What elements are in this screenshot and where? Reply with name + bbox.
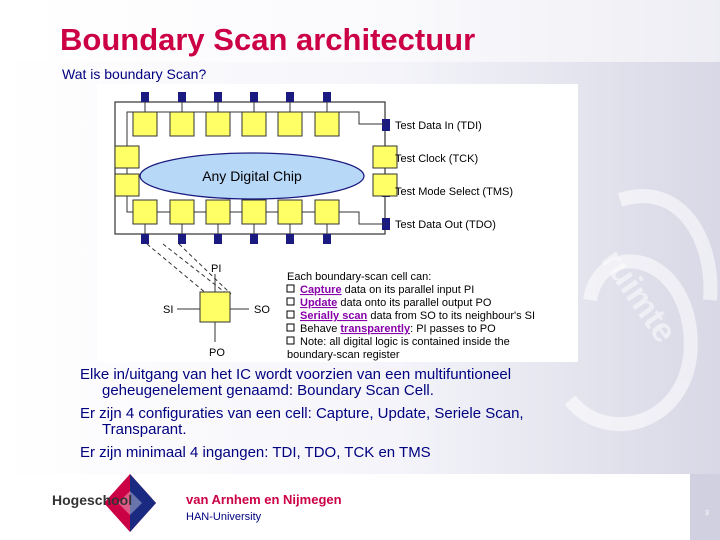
bottom-pin — [250, 234, 258, 244]
chip-label: Any Digital Chip — [202, 168, 302, 184]
bottom-pin — [214, 234, 222, 244]
footer-university: HAN-University — [186, 511, 262, 523]
bullet-line: Er zijn 4 configuraties van een cell: Ca… — [80, 405, 524, 422]
bottom-pin — [323, 234, 331, 244]
boundary-scan-cell — [314, 111, 340, 137]
boundary-scan-cell — [205, 111, 231, 137]
top-pin — [141, 92, 149, 102]
top-pin — [250, 92, 258, 102]
bullet-item: Elke in/uitgang van het IC wordt voorzie… — [80, 367, 640, 399]
legend-item: Update data onto its parallel output PO — [300, 297, 492, 309]
boundary-scan-cell — [277, 111, 303, 137]
legend-heading: Each boundary-scan cell can: — [287, 271, 431, 283]
legend-item: Note: all digital logic is contained ins… — [300, 336, 510, 348]
bullet-item: Er zijn minimaal 4 ingangen: TDI, TDO, T… — [80, 445, 640, 461]
footer-school: Hogeschool — [52, 492, 133, 508]
digital-chip-ellipse — [139, 152, 365, 200]
slide-subtitle: Wat is boundary Scan? — [62, 66, 207, 82]
boundary-scan-cell — [132, 199, 158, 225]
han-logo-icon — [104, 474, 156, 532]
legend-item: Serially scan data from SO to its neighb… — [300, 310, 535, 322]
legend-last-line: boundary-scan register — [287, 349, 400, 361]
boundary-scan-cell — [169, 111, 195, 137]
top-pins — [141, 92, 331, 112]
po-label: PO — [209, 347, 225, 359]
top-pin — [214, 92, 222, 102]
bottom-pin — [141, 234, 149, 244]
boundary-scan-cell — [114, 145, 140, 169]
boundary-scan-cell — [241, 111, 267, 137]
boundary-cells — [114, 111, 398, 225]
boundary-scan-cell — [169, 199, 195, 225]
legend-checkbox — [286, 310, 295, 319]
top-pin — [323, 92, 331, 102]
bullet-continuation: geheugenelement genaamd: Boundary Scan C… — [102, 382, 434, 399]
legend-keyword: Serially scan — [300, 310, 368, 322]
legend-checkbox — [286, 297, 295, 306]
footer-han-name: van Arnhem en Nijmegen — [186, 492, 342, 507]
zoom-lines — [146, 243, 232, 295]
boundary-scan-cell — [241, 199, 267, 225]
tck-label: Test Clock (TCK) — [395, 153, 478, 165]
boundary-scan-cell — [205, 199, 231, 225]
bullet-line: Elke in/uitgang van het IC wordt voorzie… — [80, 366, 512, 383]
boundary-scan-cell — [277, 199, 303, 225]
bottom-pins — [141, 224, 331, 244]
bullet-continuation: Transparant. — [102, 421, 187, 438]
legend-keyword: Capture — [300, 284, 342, 296]
zoomed-cell — [199, 291, 231, 323]
si-label: SI — [163, 304, 173, 316]
boundary-scan-cell — [372, 173, 398, 197]
boundary-scan-cell — [372, 145, 398, 169]
tms-label: Test Mode Select (TMS) — [395, 186, 513, 198]
so-label: SO — [254, 304, 270, 316]
legend-checkbox — [286, 284, 295, 293]
boundary-scan-cell — [114, 173, 140, 197]
legend-keyword: Update — [300, 297, 337, 309]
legend-checkbox — [286, 336, 295, 345]
boundary-scan-cell — [132, 111, 158, 137]
bottom-pin — [178, 234, 186, 244]
bullet-line: Er zijn minimaal 4 ingangen: TDI, TDO, T… — [80, 444, 431, 461]
top-pin — [178, 92, 186, 102]
legend-item: Behave transparently: PI passes to PO — [300, 323, 496, 335]
legend-checkbox — [286, 323, 295, 332]
page-number: 3 — [705, 510, 709, 517]
pi-label: PI — [211, 263, 221, 275]
bullet-item: Er zijn 4 configuraties van een cell: Ca… — [80, 406, 640, 438]
boundary-scan-cell — [314, 199, 340, 225]
legend-item: Capture data on its parallel input PI — [300, 284, 474, 296]
bullet-list: Elke in/uitgang van het IC wordt voorzie… — [80, 367, 640, 463]
top-pin — [286, 92, 294, 102]
watermark-swirl — [564, 189, 718, 432]
tdo-label: Test Data Out (TDO) — [395, 219, 496, 231]
legend-keyword: transparently — [340, 323, 411, 335]
bottom-pin — [286, 234, 294, 244]
slide-title: Boundary Scan architectuur — [60, 22, 476, 57]
tdi-label: Test Data In (TDI) — [395, 120, 482, 132]
tdo-pin — [382, 218, 390, 230]
boundary-scan-diagram: Any Digital Chip Test Data In (TDI) Test… — [97, 84, 578, 362]
diagram-svg: Any Digital Chip Test Data In (TDI) Test… — [114, 92, 535, 361]
tdi-pin — [382, 119, 390, 131]
legend-items: Capture data on its parallel input PIUpd… — [286, 284, 535, 348]
